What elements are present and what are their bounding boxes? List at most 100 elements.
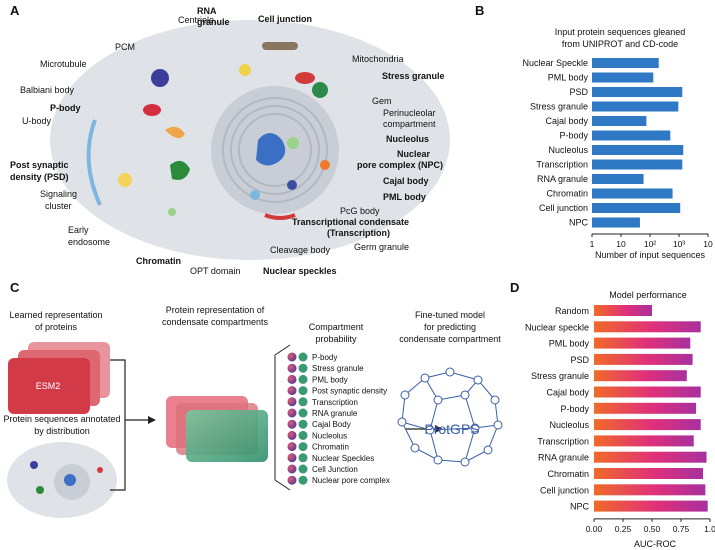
bar (592, 145, 684, 155)
panel-a-labels: Centriole RNA granule Cell junction PCM … (10, 6, 445, 276)
bar (592, 58, 659, 68)
perf-bar (594, 500, 708, 512)
label-density: density (PSD) (10, 172, 69, 182)
label-granule: granule (197, 17, 230, 27)
mini-centriole (30, 461, 38, 469)
er-ring-2 (230, 105, 320, 195)
prob-dot-green (298, 442, 308, 452)
perf-label: PML body (549, 339, 590, 349)
perf-bar (594, 402, 697, 414)
x-tick-label: 10² (644, 239, 656, 249)
panel-b-xlabel: Number of input sequences (595, 250, 706, 260)
label-pcg: PcG body (340, 206, 380, 216)
annot-label-1: Protein sequences annotated (3, 414, 120, 424)
prob-dot-green (298, 430, 308, 440)
label-opt: OPT domain (190, 266, 240, 276)
bar (592, 87, 683, 97)
rep-card-3 (186, 410, 268, 462)
class-label: Nuclear Speckles (312, 454, 374, 463)
bar (592, 203, 681, 213)
label-chromatin: Chromatin (136, 256, 181, 266)
prob-dot-red (287, 397, 297, 407)
label-speckles: Nuclear speckles (263, 266, 337, 276)
prob-dot-green (298, 374, 308, 384)
class-label: Cell Junction (312, 465, 358, 474)
bar-label: P-body (559, 131, 588, 141)
class-label: Cajal Body (312, 420, 351, 429)
perf-label: RNA granule (538, 453, 589, 463)
bar (592, 217, 640, 228)
prob-dot-green (298, 408, 308, 418)
class-label: Post synaptic density (312, 387, 387, 396)
rep-label-2: condensate compartments (162, 317, 269, 327)
x-tick-label: 10³ (673, 239, 685, 249)
nucleolus-shape (256, 133, 286, 166)
perf-label: Random (555, 306, 589, 316)
cell-junction-shape (262, 42, 298, 50)
p-body-shape (143, 104, 161, 116)
perf-label: Cajal body (546, 388, 589, 398)
bar-label: PSD (569, 87, 588, 97)
perf-bar (594, 321, 701, 333)
label-centriole: Centriole (178, 15, 214, 25)
label-u-body: U-body (22, 116, 52, 126)
prob-label-1: Compartment (309, 322, 364, 332)
bar-label: Chromatin (546, 189, 588, 199)
label-microtubule: Microtubule (40, 59, 87, 69)
bar-label: Nuclear Speckle (522, 58, 588, 68)
prob-dot-green (298, 464, 308, 474)
x-tick-label: 1 (590, 239, 595, 249)
label-cluster: cluster (45, 201, 72, 211)
perf-label: Stress granule (531, 371, 589, 381)
perf-bar (594, 370, 687, 382)
perf-bar (594, 386, 701, 398)
merge-bracket (110, 359, 126, 491)
class-label: Transcription (312, 398, 358, 407)
panel-a-letter: A (10, 3, 20, 18)
label-transcriptional: Transcriptional condensate (292, 217, 409, 227)
class-label: Chromatin (312, 443, 349, 452)
class-label: Stress granule (312, 364, 364, 373)
prob-dot-red (287, 408, 297, 418)
cajal-shape (320, 160, 330, 170)
class-label: Nuclear pore complex (312, 476, 390, 485)
perf-bar (594, 468, 704, 479)
label-npc: pore complex (NPC) (357, 160, 443, 170)
label-rna: RNA (197, 6, 217, 16)
prob-dot-green (298, 419, 308, 429)
label-mitochondria: Mitochondria (352, 54, 404, 64)
learned-label-1: Learned representation (9, 310, 102, 320)
perf-bar (594, 353, 693, 365)
x-tick-label: 1.0 (704, 524, 715, 534)
perf-bar (594, 435, 694, 447)
prob-dot-red (287, 464, 297, 474)
prob-dot-red (287, 453, 297, 463)
label-balbiani: Balbiani body (20, 85, 75, 95)
bar-label: Stress granule (530, 102, 588, 112)
bar-label: Transcription (536, 160, 588, 170)
protgps-label: ProtGPS (424, 421, 479, 437)
prob-dot-green (298, 386, 308, 396)
rna-granule-shape (239, 64, 251, 76)
annot-label-2: by distribution (34, 426, 90, 436)
prob-dot-green (298, 397, 308, 407)
class-label: Nucleolus (312, 431, 347, 440)
bar (592, 174, 644, 184)
bar (592, 116, 647, 126)
perf-bar (594, 305, 652, 316)
endosome-shape (168, 208, 176, 216)
perf-label: Transcription (537, 436, 589, 446)
label-cell-junction: Cell junction (258, 14, 312, 24)
panel-d-title: Model performance (609, 290, 687, 300)
panel-c-letter: C (10, 280, 20, 295)
prob-dot-red (287, 386, 297, 396)
panel-d-letter: D (510, 280, 519, 295)
mini-granule (36, 486, 44, 494)
x-tick-label: 10 (703, 239, 713, 249)
label-perinucleolar: Perinucleolar (383, 108, 436, 118)
germ-granule-shape (264, 213, 296, 220)
perf-label: Cell junction (540, 485, 589, 495)
